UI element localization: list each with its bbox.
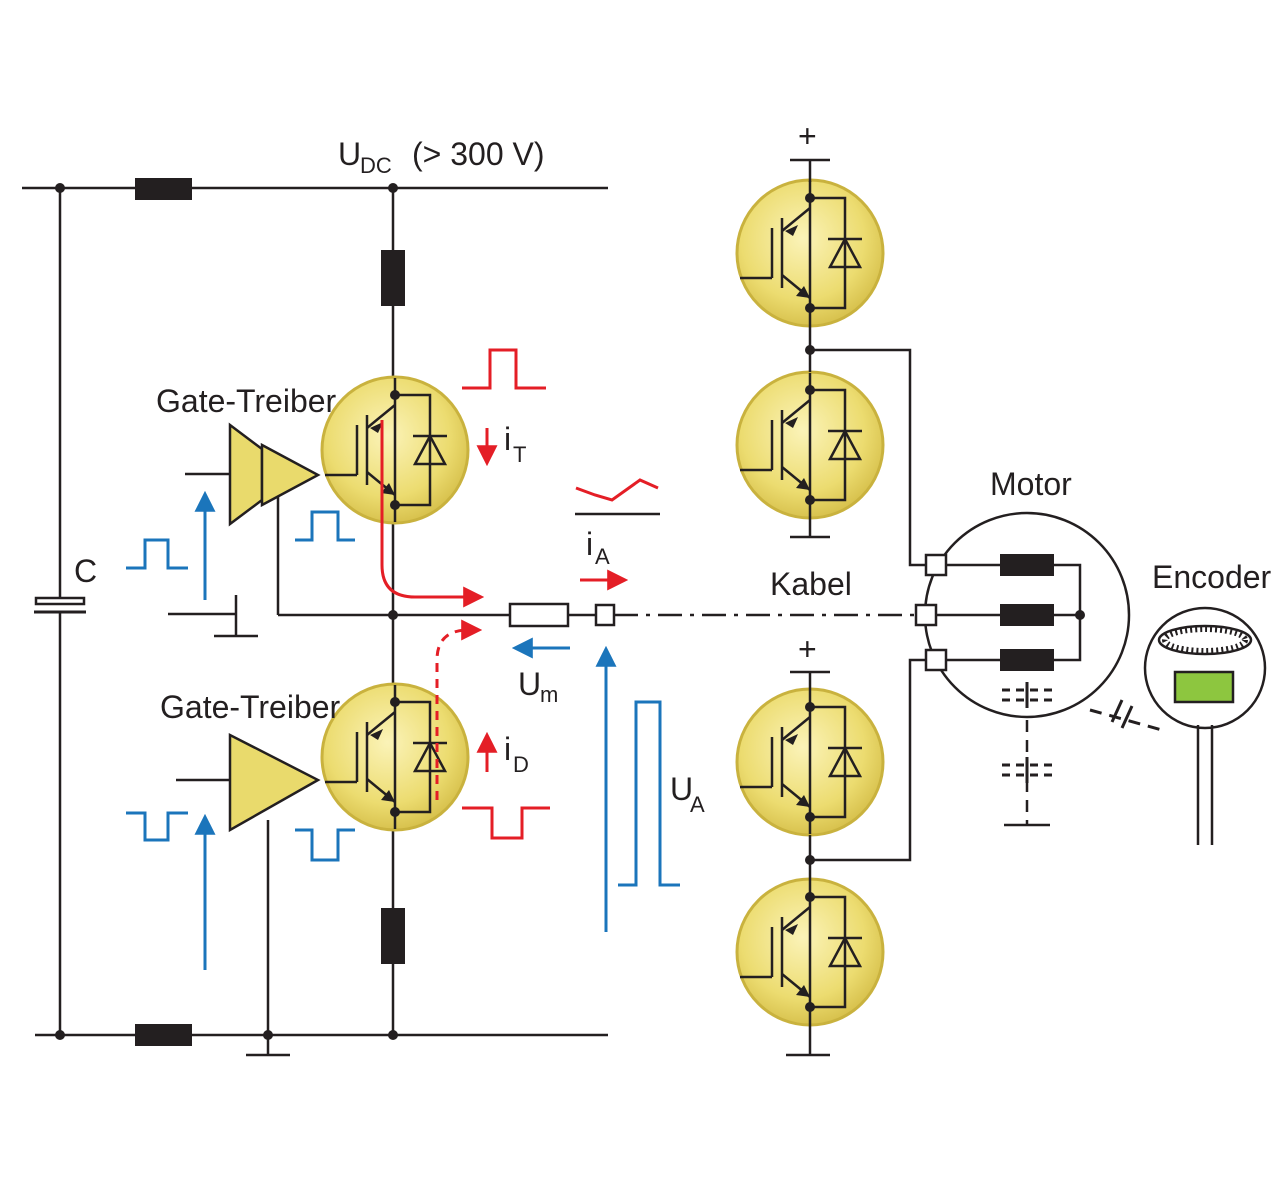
node — [1075, 610, 1085, 620]
node — [805, 855, 815, 865]
parasitic-capacitance — [1002, 682, 1163, 783]
ground-symbol — [168, 595, 290, 1057]
gate-driver-top-symbol — [185, 422, 321, 527]
output-terminal — [594, 603, 616, 627]
capacitor-symbol — [34, 596, 86, 614]
node — [55, 1030, 65, 1040]
bus-inductor-bottom — [135, 1024, 192, 1046]
id-label-sub: D — [513, 752, 529, 777]
gate-driver-top-label: Gate-Treiber — [156, 383, 337, 419]
udc-value: (> 300 V) — [412, 136, 545, 172]
current-paths — [380, 348, 659, 840]
node — [388, 610, 398, 620]
it-label-sub: T — [513, 442, 526, 467]
cable-label: Kabel — [770, 566, 852, 602]
node — [805, 345, 815, 355]
resistor-bottom — [381, 908, 405, 964]
motor-winding-2 — [1000, 604, 1054, 626]
igbt-right-1 — [735, 178, 885, 328]
udc-label: U — [338, 136, 361, 172]
ua-label: U — [670, 771, 693, 807]
ua-label-sub: A — [690, 792, 705, 817]
dc-bus — [22, 186, 608, 1037]
node — [55, 183, 65, 193]
it-label: i — [504, 421, 511, 457]
gate-driver-bottom-label: Gate-Treiber — [160, 689, 341, 725]
id-label: i — [504, 731, 511, 767]
output-resistor — [508, 602, 570, 628]
gate-signals — [126, 490, 680, 970]
capacitor-label: C — [74, 553, 97, 589]
gate-driver-bottom-symbol — [176, 732, 321, 833]
half-bridge-wires — [266, 188, 510, 1035]
igbt-top-left — [320, 375, 470, 525]
motor-winding-3 — [1000, 649, 1054, 671]
igbt-right-3 — [735, 687, 885, 837]
ia-label-sub: A — [595, 544, 610, 569]
um-label-sub: m — [540, 682, 558, 707]
udc-label-sub: DC — [360, 153, 392, 178]
igbt-right-4 — [735, 877, 885, 1027]
bus-inductor-top — [135, 178, 192, 200]
igbt-right-2 — [735, 370, 885, 520]
ia-label: i — [586, 526, 593, 562]
igbt-bottom-left — [320, 682, 470, 832]
plus-label-top: + — [798, 118, 817, 154]
motor-winding-1 — [1000, 554, 1054, 576]
encoder-label: Encoder — [1152, 559, 1272, 595]
resistor-top — [381, 250, 405, 306]
encoder-symbol — [1143, 606, 1267, 845]
plus-label-bottom: + — [798, 631, 817, 667]
um-label: U — [518, 666, 541, 702]
motor-label: Motor — [990, 466, 1072, 502]
